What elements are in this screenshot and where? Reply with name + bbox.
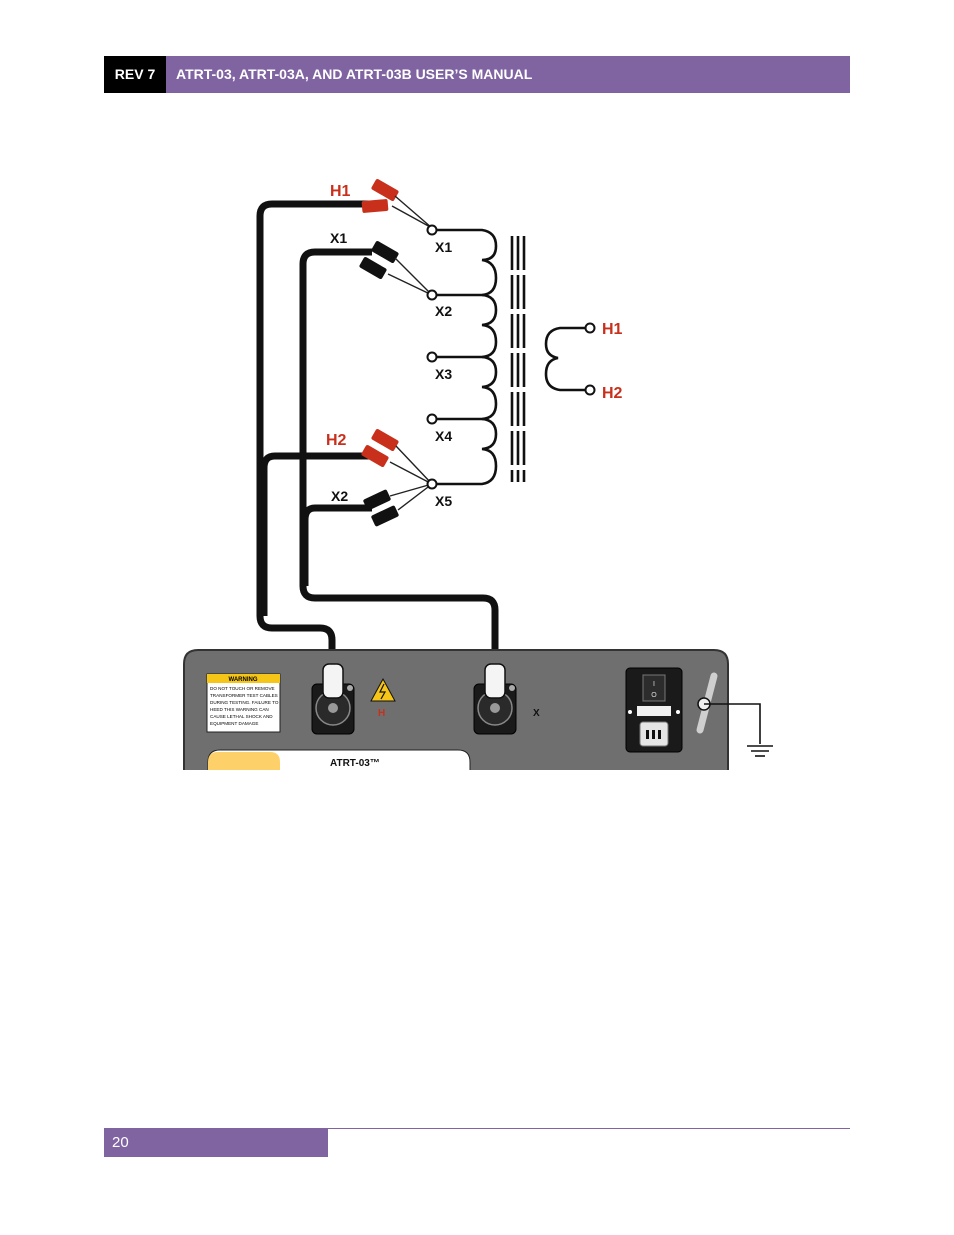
warning-label: WARNING DO NOT TOUCH OR REMOVE TRANSFORM… [206,673,281,733]
lead-label-x1: X1 [330,230,347,246]
model-name: ATRT-03™ [330,758,380,769]
lead-label-x2: X2 [331,488,348,504]
primary-label-h2: H2 [602,385,623,402]
high-voltage-warning-icon [370,677,396,702]
terminal-h2 [584,384,596,396]
secondary-winding [432,228,498,486]
lead-label-h2: H2 [326,432,347,449]
connection-diagram: H1 X1 H2 X2 X1 X2 X3 X4 X5 [180,170,780,781]
h1-clamp [361,179,433,229]
terminal-label-x2: X2 [435,303,452,319]
transformer-core [510,236,526,482]
page-header: REV 7 ATRT-03, ATRT-03A, AND ATRT-03B US… [104,56,850,93]
ground-symbol-icon [747,745,773,757]
x1-clamp [359,241,433,296]
power-switch-on: I [653,681,655,688]
instrument-panel [183,649,729,781]
revision-label: REV 7 [104,56,166,93]
h1-cable [256,200,372,668]
footer-rule [104,1128,850,1129]
terminal-x4 [426,413,438,425]
h-port-label: H [378,708,385,719]
page-number: 20 [104,1129,328,1157]
h-connector [311,663,355,735]
x1-cable [299,248,499,668]
x-connector [473,663,517,735]
terminal-label-x4: X4 [435,428,452,444]
terminal-label-x1: X1 [435,239,452,255]
warning-line-4: HEED THIS WARNING CAN [210,707,269,712]
power-switch-off: O [651,692,657,699]
terminal-label-x5: X5 [435,493,452,509]
x2-cable [301,504,372,586]
warning-line-5: CAUSE LETHAL SHOCK AND [210,714,273,719]
x-port-label: X [533,708,540,719]
lead-label-h1: H1 [330,183,351,200]
terminal-x3 [426,351,438,363]
ground-wire [704,703,761,744]
warning-line-3: DURING TESTING. FAILURE TO [210,700,279,705]
terminal-x1 [426,224,438,236]
h2-clamp [361,429,433,485]
primary-winding [544,326,590,392]
model-label-tab [208,752,280,780]
warning-line-6: EQUIPMENT DAMAGE [210,721,258,726]
terminal-label-x3: X3 [435,366,452,382]
h2-cable [260,452,372,616]
terminal-x5 [426,478,438,490]
x2-clamp [363,483,433,527]
primary-label-h1: H1 [602,321,623,338]
warning-title: WARNING [229,677,258,683]
manual-title: ATRT-03, ATRT-03A, AND ATRT-03B USER’S M… [166,56,850,93]
terminal-x2 [426,289,438,301]
warning-line-1: DO NOT TOUCH OR REMOVE [210,686,275,691]
terminal-h1 [584,322,596,334]
warning-line-2: TRANSFORMER TEST CABLES [210,693,278,698]
power-entry-module: I O [625,667,683,753]
